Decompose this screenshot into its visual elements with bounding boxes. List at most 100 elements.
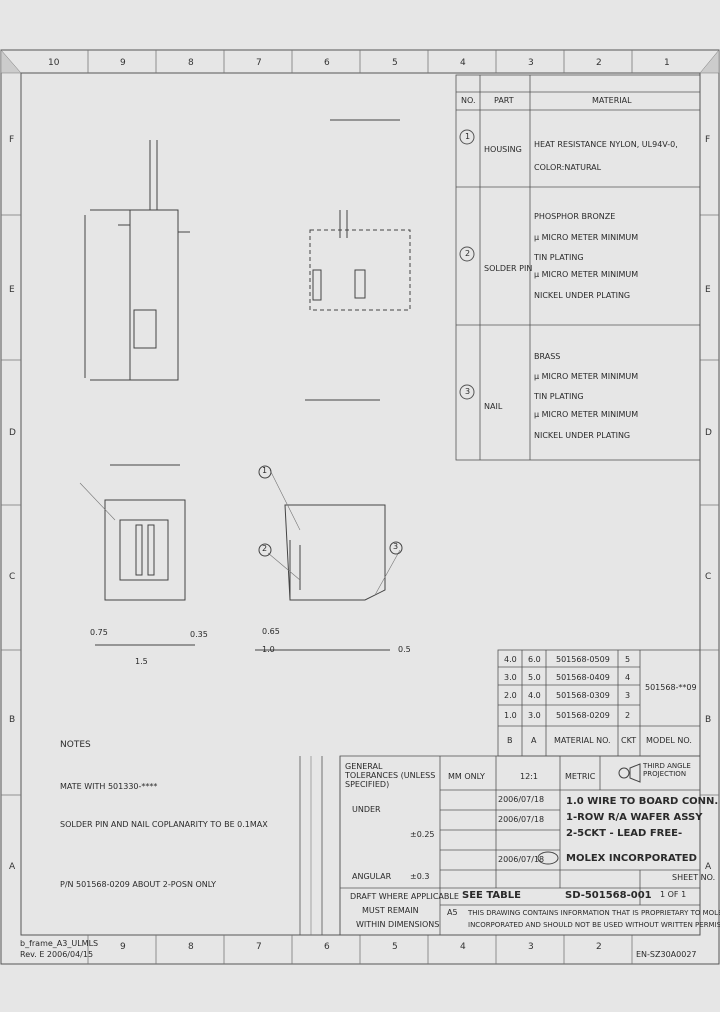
zone-left-D: D: [9, 428, 16, 438]
zone-left-B: B: [9, 715, 16, 725]
zone-bottom-3: 3: [528, 942, 534, 952]
dim-2: 1.0: [262, 645, 275, 654]
zone-top-8: 8: [188, 58, 194, 68]
model-row-3-ckt: 3: [625, 691, 631, 700]
zone-top-5: 5: [392, 58, 398, 68]
drawn-date: 2006/07/18: [498, 795, 545, 804]
note-2: SOLDER PIN AND NAIL COPLANARITY TO BE 0.…: [60, 820, 268, 829]
approved-date: 2006/07/18: [498, 855, 545, 864]
model-row-2-ckt: 4: [625, 673, 631, 682]
title-line-3: 2-5CKT - LEAD FREE-: [566, 828, 683, 839]
proprietary-line-1: THIS DRAWING CONTAINS INFORMATION THAT I…: [468, 909, 720, 917]
model-header-b: B: [507, 736, 513, 745]
part-1-no: 1: [465, 132, 471, 141]
zone-left-C: C: [9, 572, 16, 582]
parts-header-material: MATERIAL: [592, 96, 632, 105]
model-header-model: MODEL NO.: [646, 736, 692, 745]
zone-top-4: 4: [460, 58, 466, 68]
model-row-1-b: 4.0: [504, 655, 517, 664]
title-line-1: 1.0 WIRE TO BOARD CONN.: [566, 796, 719, 807]
zone-left-F: F: [9, 135, 15, 145]
see-table: SEE TABLE: [462, 890, 521, 901]
tolerance-footer-3: WITHIN DIMENSIONS: [356, 920, 440, 929]
dim-5: 1.5: [135, 657, 148, 666]
part-1-name: HOUSING: [484, 145, 522, 154]
zone-top-1: 1: [664, 58, 670, 68]
callout-1: 1: [262, 466, 268, 475]
tolerance-value-1: ±0.25: [410, 830, 435, 839]
tolerance-footer-2: MUST REMAIN: [362, 906, 419, 915]
zone-right-E: E: [705, 285, 711, 295]
title-line-2: 1-ROW R/A WAFER ASSY: [566, 812, 703, 823]
note-1: MATE WITH 501330-****: [60, 782, 158, 791]
dim-1: 0.75: [90, 628, 108, 637]
part-1-line-1: HEAT RESISTANCE NYLON, UL94V-0,: [534, 140, 678, 149]
checked-date: 2006/07/18: [498, 815, 545, 824]
zone-bottom-8: 8: [188, 942, 194, 952]
model-row-1-a: 6.0: [528, 655, 541, 664]
part-2-no: 2: [465, 249, 471, 258]
dim-3: 0.5: [398, 645, 411, 654]
model-row-3-mat: 501568-0309: [556, 691, 610, 700]
metric: METRIC: [565, 772, 596, 781]
model-number: 501568-**09: [645, 683, 697, 692]
tolerance-row-angular: ANGULAR: [352, 872, 392, 881]
callout-3: 3: [393, 542, 399, 551]
dim-4: 0.65: [262, 627, 280, 636]
part-2-line-3: TIN PLATING: [534, 253, 584, 262]
zone-bottom-9: 9: [120, 942, 126, 952]
zone-bottom-5: 5: [392, 942, 398, 952]
sheet-label: SHEET NO.: [672, 873, 716, 882]
callout-2: 2: [262, 544, 268, 553]
part-1-line-2: COLOR:NATURAL: [534, 163, 602, 172]
model-row-2-a: 5.0: [528, 673, 541, 682]
part-3-line-1: BRASS: [534, 352, 561, 361]
zone-bottom-2: 2: [596, 942, 602, 952]
zone-top-9: 9: [120, 58, 126, 68]
zone-bottom-4: 4: [460, 942, 466, 952]
zone-right-C: C: [705, 572, 712, 582]
part-2-line-4: μ MICRO METER MINIMUM: [534, 270, 639, 279]
part-3-name: NAIL: [484, 402, 503, 411]
part-2-line-1: PHOSPHOR BRONZE: [534, 212, 616, 221]
company-name: MOLEX INCORPORATED: [566, 853, 697, 864]
parts-header-no: NO.: [461, 96, 476, 105]
model-row-1-mat: 501568-0509: [556, 655, 610, 664]
model-row-4-b: 1.0: [504, 711, 517, 720]
sheet-number: 1 OF 1: [660, 890, 687, 899]
model-row-4-a: 3.0: [528, 711, 541, 720]
zone-top-7: 7: [256, 58, 262, 68]
zone-bottom-6: 6: [324, 942, 330, 952]
part-3-line-3: TIN PLATING: [534, 392, 584, 401]
zone-left-A: A: [9, 862, 16, 872]
model-header-ckt: CKT: [621, 736, 637, 745]
note-3: P/N 501568-0209 ABOUT 2-POSN ONLY: [60, 880, 217, 889]
zone-top-2: 2: [596, 58, 602, 68]
zone-top-10: 10: [48, 58, 60, 68]
zone-left-E: E: [9, 285, 15, 295]
model-row-3-b: 2.0: [504, 691, 517, 700]
doc-number: SD-501568-001: [565, 890, 652, 901]
tolerance-value-2: ±0.3: [410, 872, 430, 881]
zone-right-A: A: [705, 862, 712, 872]
part-2-line-2: μ MICRO METER MINIMUM: [534, 233, 639, 242]
model-header-material: MATERIAL NO.: [554, 736, 611, 745]
model-row-1-ckt: 5: [625, 655, 631, 664]
model-header-a: A: [531, 736, 537, 745]
dim-6: 0.35: [190, 630, 208, 639]
model-row-3-a: 4.0: [528, 691, 541, 700]
tolerance-row-under: UNDER: [352, 805, 381, 814]
revision: A5: [447, 908, 458, 917]
unit: MM ONLY: [448, 772, 485, 781]
model-row-4-mat: 501568-0209: [556, 711, 610, 720]
part-3-line-5: NICKEL UNDER PLATING: [534, 431, 631, 440]
model-row-2-mat: 501568-0409: [556, 673, 610, 682]
scale: 12:1: [520, 772, 538, 781]
part-3-no: 3: [465, 387, 471, 396]
zone-top-3: 3: [528, 58, 534, 68]
proprietary-line-2: INCORPORATED AND SHOULD NOT BE USED WITH…: [468, 921, 720, 929]
part-2-name: SOLDER PIN: [484, 264, 533, 273]
format-number: EN-SZ30A0027: [636, 950, 697, 959]
part-3-line-4: μ MICRO METER MINIMUM: [534, 410, 639, 419]
